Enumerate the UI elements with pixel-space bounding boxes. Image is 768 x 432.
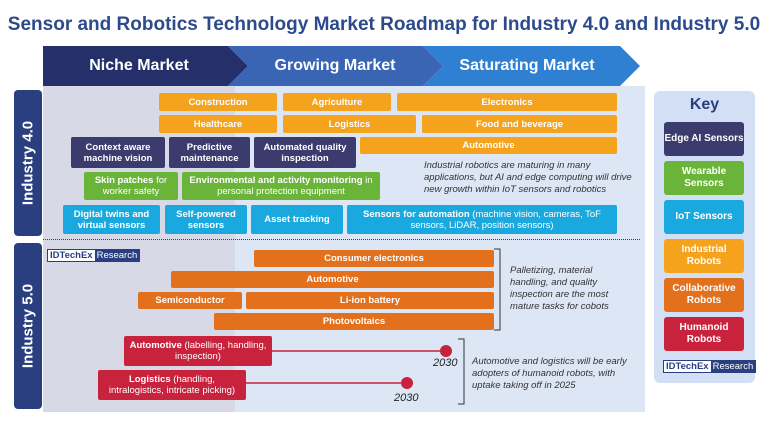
logistics-year: 2030: [394, 392, 419, 404]
cobot-bracket: [494, 248, 501, 331]
growing-arrow-shape: [228, 46, 443, 86]
iot-asset-tracking: Asset tracking: [251, 205, 343, 234]
edge-context-vision: Context aware machine vision: [71, 137, 165, 168]
row-industry-5: Industry 5.0: [14, 243, 42, 409]
cobot-semiconductor: Semiconductor: [138, 292, 242, 309]
logo-name: IDTechEx: [48, 250, 95, 261]
key-logo-name: IDTechEx: [664, 361, 711, 372]
cobot-consumer-electronics: Consumer electronics: [254, 250, 494, 267]
phase-growing: Growing Market: [274, 57, 396, 74]
automotive-year: 2030: [433, 357, 458, 369]
key-wearable: Wearable Sensors: [664, 161, 744, 195]
wear-skin-patches-rest: for worker safety: [102, 175, 168, 197]
ind-agriculture: Agriculture: [283, 93, 391, 111]
key-title: Key: [689, 96, 720, 113]
wear-environmental: Environmental and activity monitoring in…: [182, 172, 380, 200]
phase-niche: Niche Market: [89, 57, 189, 74]
iot-sensors-automation-rest: (machine vision, cameras, ToF sensors, L…: [410, 208, 601, 231]
niche-arrow-shape: [43, 46, 248, 86]
humanoid-bracket-path: [458, 338, 465, 405]
industry40-note: Industrial robotics are maturing in many…: [424, 160, 632, 195]
humanoid-note: Automotive and logistics will be early a…: [472, 356, 627, 391]
humanoid-automotive-bold: Automotive: [129, 340, 182, 351]
logo-sub: Research: [94, 250, 140, 261]
key-humanoid: Humanoid Robots: [664, 317, 744, 351]
iot-digital-twins: Digital twins and virtual sensors: [63, 205, 160, 234]
ind-healthcare: Healthcare: [159, 115, 277, 133]
humanoid-bracket: [458, 338, 465, 405]
cobot-automotive: Automotive: [171, 271, 494, 288]
ind-automotive: Automotive: [360, 137, 617, 154]
humanoid-automotive-rest: (labelling, handling, inspection): [175, 340, 267, 362]
page-title: Sensor and Robotics Technology Market Ro…: [7, 14, 761, 35]
humanoid-logistics: Logistics (handling, intralogistics, int…: [98, 370, 246, 400]
cobot-photovoltaics: Photovoltaics: [214, 313, 494, 330]
ind-electronics: Electronics: [397, 93, 617, 111]
iot-sensors-automation: Sensors for automation (machine vision, …: [347, 205, 617, 234]
iot-self-powered: Self-powered sensors: [165, 205, 247, 234]
edge-quality-inspection: Automated quality inspection: [254, 137, 356, 168]
wear-skin-patches-bold: Skin patches: [94, 175, 154, 186]
key-edge-ai: Edge AI Sensors: [664, 122, 744, 156]
key-collaborative: Collaborative Robots: [664, 278, 744, 312]
cobot-bracket-path: [494, 248, 501, 331]
edge-predictive-maintenance: Predictive maintenance: [169, 137, 250, 168]
cobot-li-ion: Li-ion battery: [246, 292, 494, 309]
humanoid-logistics-bold: Logistics: [128, 374, 171, 385]
humanoid-logistics-rest: (handling, intralogistics, intricate pic…: [108, 374, 236, 396]
logistics-2030-marker: [401, 377, 413, 389]
key-industrial: Industrial Robots: [664, 239, 744, 273]
row-industry-4: Industry 4.0: [14, 90, 42, 236]
phase-saturating: Saturating Market: [459, 57, 595, 74]
humanoid-automotive: Automotive (labelling, handling, inspect…: [124, 336, 272, 366]
ind-food-beverage: Food and beverage: [422, 115, 617, 133]
phase-arrows: [43, 46, 640, 86]
wear-skin-patches: Skin patches for worker safety: [84, 172, 178, 200]
key-iot: IoT Sensors: [664, 200, 744, 234]
automotive-2030-marker: [440, 345, 452, 357]
wear-environmental-rest: in personal protection equipment: [217, 175, 373, 197]
cobot-note: Palletizing, material handling, and qual…: [510, 265, 609, 312]
ind-construction: Construction: [159, 93, 277, 111]
humanoid-timelines: [246, 345, 452, 389]
wear-environmental-bold: Environmental and activity monitoring: [189, 175, 363, 186]
ind-logistics: Logistics: [283, 115, 416, 133]
row-divider: [43, 239, 640, 240]
iot-sensors-automation-bold: Sensors for automation: [363, 208, 470, 220]
saturating-arrow-shape: [423, 46, 640, 86]
key-logo-sub: Research: [710, 361, 756, 372]
